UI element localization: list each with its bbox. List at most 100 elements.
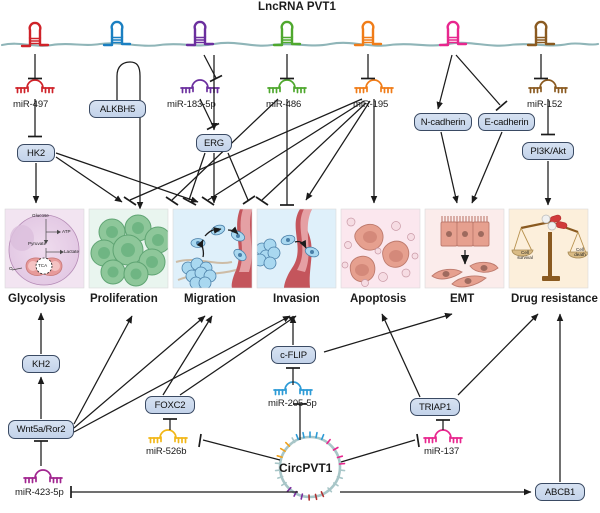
edge-mir195-inv2 bbox=[305, 100, 371, 201]
mirna-label-mir-205-5p: miR-205-5p bbox=[268, 398, 317, 409]
hairpin-group bbox=[20, 20, 556, 48]
gene-label: HK2 bbox=[27, 147, 45, 159]
apoptosis-art bbox=[341, 209, 420, 288]
gene-label: TRIAP1 bbox=[418, 401, 452, 413]
edge-triap1-apoptosis bbox=[381, 313, 421, 398]
edge-erg-invasion-2 bbox=[227, 152, 249, 201]
edge-wnt-proliferation bbox=[73, 315, 133, 425]
panel-label-drug-resistance: Drug resistance bbox=[511, 293, 598, 305]
circpvt1-glyph bbox=[274, 431, 346, 501]
glycolysis-term-glucose: Glucose bbox=[32, 213, 49, 218]
gene-label: PI3K/Akt bbox=[530, 145, 566, 157]
edge-alkbh5-hairpin2 bbox=[113, 61, 131, 107]
hairpin-5 bbox=[353, 20, 383, 47]
gene-label: ALKBH5 bbox=[99, 103, 136, 115]
gene-box-kh2[interactable]: KH2 bbox=[22, 355, 60, 373]
mirna-label-mir-183-5p: miR-183-5p bbox=[167, 99, 216, 110]
mirna-label-mir-497: miR-497 bbox=[13, 99, 49, 110]
edge-foxc2-invasion bbox=[179, 315, 297, 396]
invasion-art bbox=[257, 209, 336, 288]
edge-wnt-invasion bbox=[73, 315, 291, 433]
gene-box-pi3k-akt[interactable]: PI3K/Akt bbox=[522, 142, 574, 160]
glycolysis-term-lactate: Lactate bbox=[64, 249, 80, 254]
edge-hk2-migration bbox=[55, 152, 199, 203]
mirna-label-mir-195: miR-195 bbox=[353, 99, 389, 110]
mirna-glyph-mir-497 bbox=[15, 79, 55, 94]
hairpin-1 bbox=[20, 21, 50, 48]
drug-term-cell-death: Cell death bbox=[574, 247, 586, 257]
panel-label-proliferation: Proliferation bbox=[90, 293, 158, 305]
hairpin-6 bbox=[438, 20, 468, 47]
gene-label: KH2 bbox=[32, 358, 50, 370]
edge-wnt-migration bbox=[73, 315, 206, 429]
edge-mir195-mig bbox=[207, 100, 365, 201]
mirna-glyph-mir-195 bbox=[354, 79, 394, 94]
edge-hk2-proliferation bbox=[55, 156, 123, 203]
gene-box-alkbh5[interactable]: ALKBH5 bbox=[89, 100, 146, 118]
edge-circ-mir137 bbox=[340, 439, 416, 463]
gene-box-triap1[interactable]: TRIAP1 bbox=[410, 398, 460, 416]
gene-box-wnt5a-ror2[interactable]: Wnt5a/Ror2 bbox=[8, 420, 74, 439]
hairpin-7 bbox=[526, 20, 556, 47]
glycolysis-term-pyruvate: Pyruvate bbox=[28, 241, 47, 246]
gene-box-abcb1[interactable]: ABCB1 bbox=[535, 483, 585, 501]
edge-ecad-emt bbox=[471, 131, 503, 204]
panel-label-apoptosis: Apoptosis bbox=[350, 293, 407, 305]
mirna-glyph-mir-183-5p bbox=[180, 79, 220, 94]
gene-box-hk2[interactable]: HK2 bbox=[17, 144, 55, 162]
gene-label: ABCB1 bbox=[544, 486, 576, 498]
mirna-glyph-group bbox=[15, 79, 568, 484]
gene-box-e-cadherin[interactable]: E-cadherin bbox=[478, 113, 535, 131]
gene-box-c-flip[interactable]: c-FLIP bbox=[271, 346, 316, 364]
gene-box-foxc2[interactable]: FOXC2 bbox=[145, 396, 195, 414]
mirna-glyph-mir-152 bbox=[528, 79, 568, 94]
gene-label: E-cadherin bbox=[484, 116, 529, 128]
panel-label-invasion: Invasion bbox=[273, 293, 320, 305]
panel-label-migration: Migration bbox=[184, 293, 236, 305]
proliferation-art bbox=[89, 209, 168, 288]
hairpin-4 bbox=[272, 20, 302, 47]
mirna-label-mir-526b: miR-526b bbox=[146, 446, 187, 457]
mirna-glyph-mir-486 bbox=[267, 79, 307, 94]
mirna-glyph-mir-526b bbox=[148, 429, 188, 444]
hairpin-2 bbox=[102, 20, 132, 47]
gene-label: ERG bbox=[204, 137, 224, 149]
hairpin-3 bbox=[185, 20, 215, 47]
glycolysis-term-atp: ATP bbox=[62, 229, 71, 234]
glycolysis-art bbox=[5, 209, 84, 288]
drug-term-cell-survival: Cell survival bbox=[517, 250, 533, 260]
edge-group bbox=[28, 54, 564, 498]
lncrna-backbone bbox=[0, 41, 600, 47]
mirna-glyph-mir-423-5p bbox=[23, 469, 63, 484]
gene-label: FOXC2 bbox=[154, 399, 186, 411]
edge-pvt1-ecad bbox=[455, 54, 501, 106]
edge-circ-mir526b bbox=[202, 439, 281, 461]
glycolysis-term-tca: TCA bbox=[38, 263, 48, 268]
edge-mir195-prolif bbox=[129, 98, 363, 201]
edge-mir183-erg bbox=[199, 98, 214, 127]
page-title: LncRNA PVT1 bbox=[258, 1, 336, 13]
mirna-label-mir-137: miR-137 bbox=[424, 446, 460, 457]
edge-ncad-emt bbox=[440, 131, 459, 204]
edge-triap1-drug bbox=[457, 313, 539, 396]
emt-art bbox=[425, 209, 504, 288]
mirna-label-mir-423-5p: miR-423-5p bbox=[15, 487, 64, 498]
gene-box-erg[interactable]: ERG bbox=[196, 134, 232, 152]
panel-label-emt: EMT bbox=[450, 293, 475, 305]
gene-label: Wnt5a/Ror2 bbox=[16, 424, 66, 435]
gene-label: N-cadherin bbox=[420, 116, 466, 128]
circpvt1-label: CircPVT1 bbox=[279, 461, 333, 475]
mirna-label-mir-486: miR-486 bbox=[266, 99, 302, 110]
mirna-glyph-mir-137 bbox=[423, 429, 463, 444]
edge-cflip-apoptosis bbox=[323, 312, 453, 353]
glycolysis-term-o2: O bbox=[9, 266, 13, 271]
panel-label-glycolysis: Glycolysis bbox=[8, 293, 66, 305]
mirna-label-mir-152: miR-152 bbox=[527, 99, 563, 110]
gene-box-n-cadherin[interactable]: N-cadherin bbox=[414, 113, 472, 131]
drug-resistance-art bbox=[509, 209, 588, 288]
edge-pvt1-ncad bbox=[436, 54, 453, 110]
migration-art bbox=[173, 209, 252, 288]
gene-label: c-FLIP bbox=[280, 349, 307, 361]
